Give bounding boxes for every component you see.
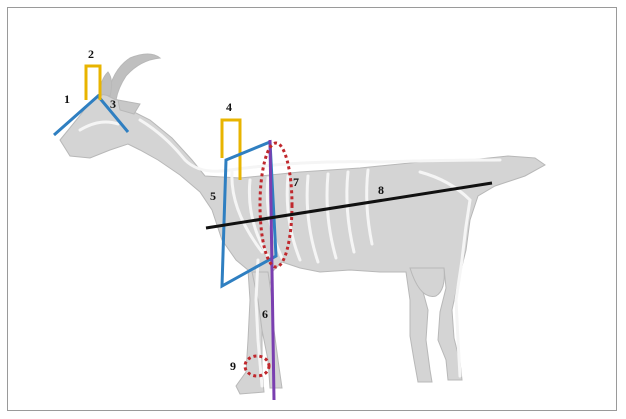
label-4: 4 <box>226 100 232 114</box>
label-5: 5 <box>210 189 216 203</box>
label-2: 2 <box>88 47 94 61</box>
label-7: 7 <box>293 175 299 189</box>
label-8: 8 <box>378 183 384 197</box>
label-1: 1 <box>64 92 70 106</box>
goat-silhouette <box>60 54 545 394</box>
label-3: 3 <box>110 97 116 111</box>
label-6: 6 <box>262 307 268 321</box>
label-9: 9 <box>230 359 236 373</box>
